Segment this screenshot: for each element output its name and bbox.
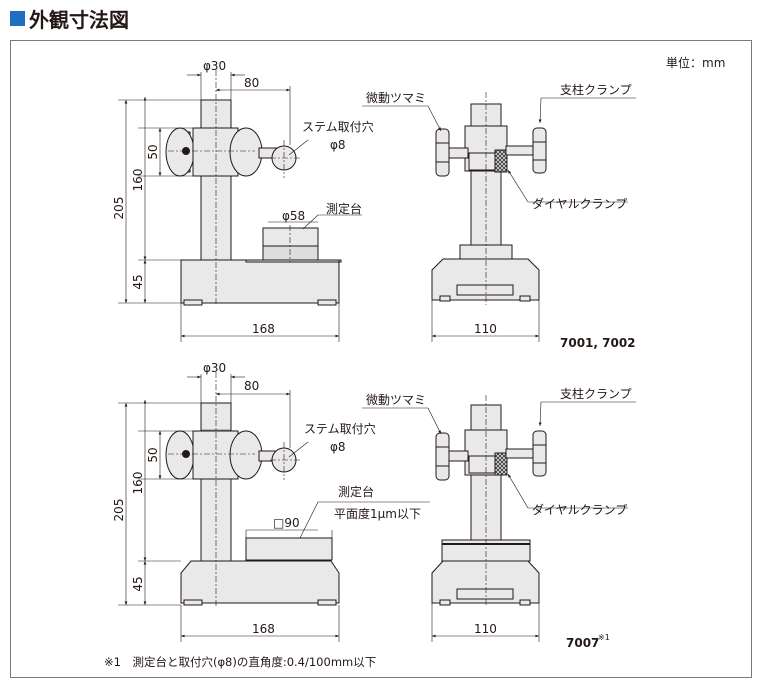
side-view-top-centerlines (168, 70, 300, 305)
title-text: 外観寸法図 (29, 7, 129, 32)
base-block (180, 259, 340, 304)
label-reach: 80 (244, 76, 259, 90)
drawing-frame (10, 40, 752, 678)
label-fine-adjust: 微動ツマミ (366, 91, 426, 105)
label-width-front-2: 110 (474, 622, 497, 636)
page-title: 外観寸法図 (10, 4, 129, 32)
side-view-bottom-dimensions (118, 374, 430, 642)
label-dial-clamp-2: ダイヤルクランプ (532, 502, 627, 517)
label-flatness: 平面度1μm以下 (334, 506, 421, 521)
model-note-mark: ※1 (598, 633, 610, 642)
label-stem-hole-2: ステム取付穴 (304, 421, 376, 436)
label-width-base: 168 (252, 322, 275, 336)
side-view-top-dimensions (118, 72, 362, 342)
label-height-stem-2: 160 (131, 472, 145, 495)
label-height-total-2: 205 (112, 499, 126, 522)
label-table-dia: φ58 (282, 209, 305, 223)
label-dial-clamp: ダイヤルクランプ (532, 196, 627, 211)
front-view-bottom-dimensions (362, 401, 636, 642)
model-label-top: 7001, 7002 (560, 336, 636, 350)
label-table-sq: □90 (273, 516, 300, 530)
label-table: 測定台 (326, 201, 362, 216)
label-height-base: 45 (131, 274, 145, 289)
measuring-table (262, 227, 319, 247)
unit-label: 単位：mm (666, 55, 725, 70)
base-block-2 (180, 560, 340, 604)
label-height-total: 205 (112, 197, 126, 220)
label-bore: φ30 (203, 59, 226, 73)
model-label-bottom: 7007 (566, 636, 599, 650)
front-view-top-dimensions (362, 97, 636, 342)
label-column-clamp-2: 支柱クランプ (560, 386, 632, 401)
label-stem-hole-dia: φ8 (330, 138, 346, 152)
label-reach-2: 80 (244, 379, 259, 393)
label-stem-hole-dia-2: φ8 (330, 440, 346, 454)
side-view-top (165, 99, 342, 306)
label-bore-2: φ30 (203, 361, 226, 375)
front-view-top (431, 103, 547, 302)
label-height-clamp-2: 50 (146, 447, 160, 462)
footnote: ※1 測定台と取付穴(φ8)の直角度:0.4/100mm以下 (104, 655, 376, 669)
label-height-base-2: 45 (131, 576, 145, 591)
label-stem-hole: ステム取付穴 (302, 119, 374, 134)
label-height-stem: 160 (131, 169, 145, 192)
front-base-2 (431, 560, 540, 604)
label-fine-adjust-2: 微動ツマミ (366, 393, 426, 407)
front-base (431, 258, 540, 301)
label-height-clamp: 50 (146, 144, 160, 159)
label-column-clamp: 支柱クランプ (560, 82, 632, 97)
front-view-bottom (431, 404, 547, 606)
side-view-bottom (165, 402, 340, 606)
label-width-base-2: 168 (252, 622, 275, 636)
label-width-front: 110 (474, 322, 497, 336)
title-square-icon (10, 10, 25, 26)
label-table-2: 測定台 (338, 484, 374, 499)
measuring-table-2 (245, 537, 333, 561)
